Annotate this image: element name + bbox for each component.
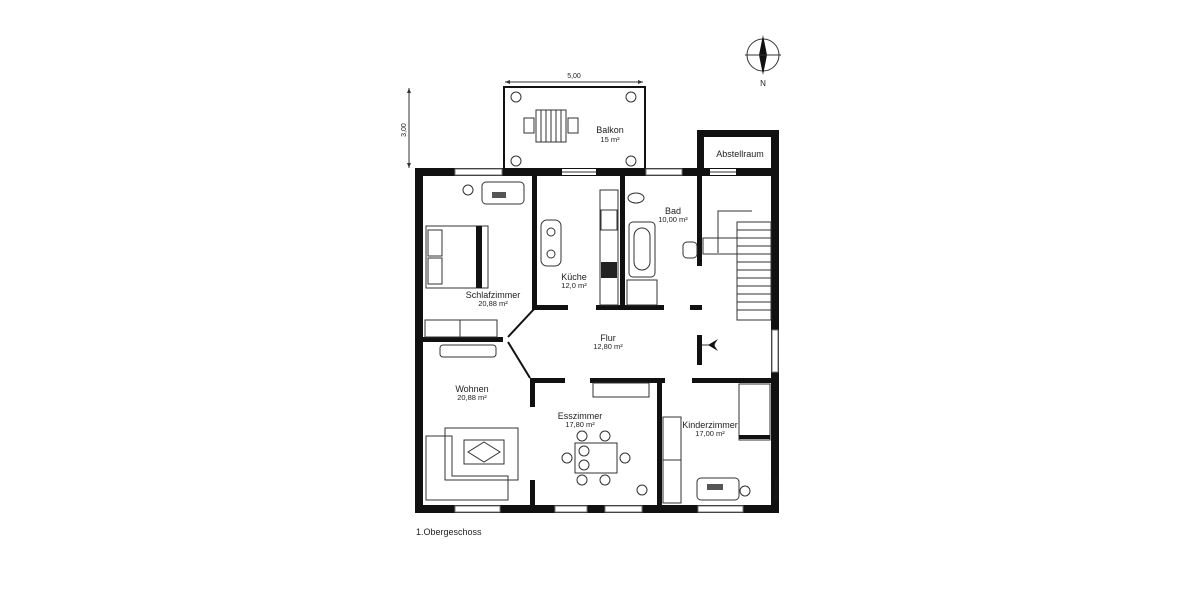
interior-walls (423, 176, 778, 505)
svg-text:Kinderzimmer: Kinderzimmer (682, 420, 738, 430)
svg-text:Küche: Küche (561, 272, 587, 282)
svg-text:15 m²: 15 m² (600, 135, 620, 144)
room-label-abstellraum: Abstellraum (716, 149, 764, 159)
kids-desk-icon (696, 477, 740, 501)
svg-text:20,88 m²: 20,88 m² (478, 299, 508, 308)
svg-text:3,00: 3,00 (401, 123, 408, 137)
tv-board-icon (439, 344, 497, 358)
svg-text:Esszimmer: Esszimmer (558, 411, 603, 421)
svg-text:17,80 m²: 17,80 m² (565, 420, 595, 429)
toilet-icon (627, 192, 645, 204)
wardrobe-icon (424, 319, 498, 338)
shower-icon (626, 279, 658, 306)
dimension-height: 3,00 (401, 88, 411, 168)
kitchen-table-icon (540, 219, 562, 267)
kids-bed-icon (738, 383, 771, 441)
svg-text:20,88 m²: 20,88 m² (457, 393, 487, 402)
svg-text:Bad: Bad (665, 206, 681, 216)
svg-text:12,0 m²: 12,0 m² (561, 281, 587, 290)
balcony-table-icon (523, 109, 579, 143)
svg-text:Schlafzimmer: Schlafzimmer (466, 290, 521, 300)
dimension-width: 5,00 (505, 73, 643, 84)
sink-icon (682, 241, 698, 259)
sideboard-icon (592, 382, 650, 398)
svg-text:Abstellraum: Abstellraum (716, 149, 764, 159)
stairs-icon (702, 210, 772, 321)
compass-label: N (760, 79, 766, 88)
svg-text:Flur: Flur (600, 333, 616, 343)
svg-text:Balkon: Balkon (596, 125, 624, 135)
bed-icon (425, 225, 489, 289)
plant-icon (462, 91, 751, 497)
watermark: McGrundriss (773, 477, 778, 500)
svg-text:Wohnen: Wohnen (455, 384, 488, 394)
svg-text:5,00: 5,00 (567, 73, 581, 80)
north-compass-icon: N (745, 35, 781, 88)
kitchen-counter-icon (599, 189, 619, 306)
floor-label: 1.Obergeschoss (416, 527, 482, 537)
door-openings (562, 169, 736, 175)
dining-table-icon (561, 430, 631, 486)
windows (454, 168, 779, 513)
bathtub-icon (628, 221, 656, 278)
outer-walls (415, 130, 779, 513)
kids-wardrobe-icon (662, 416, 682, 504)
desk-icon (481, 181, 525, 205)
svg-text:17,00 m²: 17,00 m² (695, 429, 725, 438)
entrance-arrow-icon (708, 339, 718, 351)
svg-text:10,00 m²: 10,00 m² (658, 215, 688, 224)
svg-text:12,80 m²: 12,80 m² (593, 342, 623, 351)
sofa-icon (425, 427, 519, 501)
